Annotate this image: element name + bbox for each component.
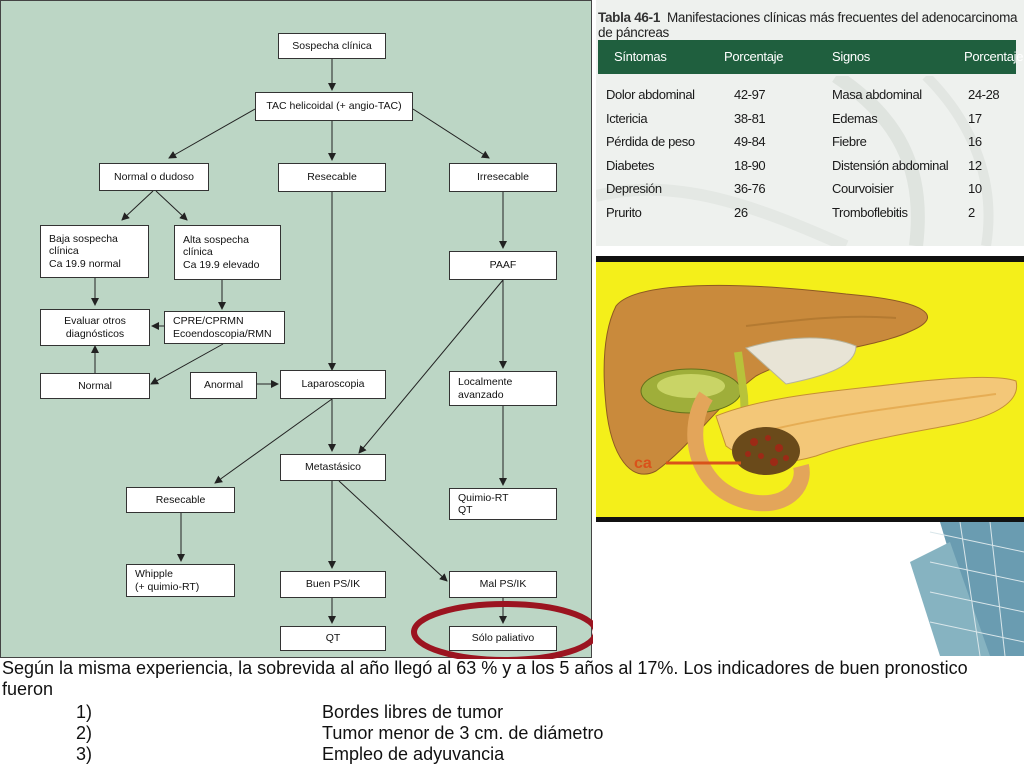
table-cell-porcentaje-signo: 24-28 [968, 87, 1000, 102]
table-cell-sintoma: Dolor abdominal [606, 87, 695, 102]
arrow-normal-baja [121, 190, 154, 221]
table-header-porcentaje-1: Porcentaje [724, 49, 784, 64]
node-cpre: CPRE/CPRMN Ecoendoscopia/RMN [164, 311, 285, 344]
table-cell-porcentaje-sintoma: 49-84 [734, 134, 766, 149]
node-resecable-top: Resecable [278, 163, 386, 192]
table-row: Dolor abdominal 42-97 Masa abdominal 24-28 [598, 84, 1016, 108]
node-normal: Normal [40, 373, 150, 399]
table-row: Pérdida de peso 49-84 Fiebre 16 [598, 131, 1016, 155]
indicator-text: Empleo de adyuvancia [322, 744, 505, 764]
node-sospecha-clinica: Sospecha clínica [278, 33, 386, 59]
node-qt: QT [280, 626, 386, 651]
table-cell-sintoma: Depresión [606, 181, 662, 196]
table-row: Depresión 36-76 Courvoisier 10 [598, 178, 1016, 202]
table-header-sintomas: Síntomas [614, 49, 667, 64]
table-cell-signo: Tromboflebitis [832, 204, 908, 220]
tumor-mass [732, 427, 800, 475]
node-evaluar-otros: Evaluar otros diagnósticos [40, 309, 150, 346]
decorative-corner-graphic [910, 522, 1024, 656]
table-label: Tabla 46-1 [598, 10, 661, 25]
arrow-tac-irresecable [412, 108, 490, 159]
arrow-metastasico-mal [338, 480, 448, 582]
indicator-text: Tumor menor de 3 cm. de diámetro [322, 723, 604, 743]
arrow-paaf-metastasico [358, 279, 504, 454]
indicator-item-3: 3) Empleo de adyuvancia [0, 744, 1000, 765]
table-row: Ictericia 38-81 Edemas 17 [598, 108, 1016, 132]
arrow-cpre-normal [150, 343, 224, 385]
node-localmente-avanzado: Localmente avanzado [449, 371, 557, 406]
table-cell-porcentaje-signo: 12 [968, 157, 982, 173]
notes-section: Según la misma experiencia, la sobrevida… [0, 658, 1024, 768]
table-cell-porcentaje-sintoma: 18-90 [734, 157, 766, 173]
table-title: Manifestaciones clínicas más frecuentes … [598, 10, 1018, 40]
node-buen-ps: Buen PS/IK [280, 571, 386, 598]
node-quimio-rt: Quimio-RT QT [449, 488, 557, 520]
pancreas-illustration: ca [596, 256, 1024, 522]
highlight-ring [411, 601, 593, 659]
table-row: Diabetes 18-90 Distensión abdominal 12 [598, 155, 1016, 179]
ca-label: ca [634, 455, 652, 472]
table-cell-porcentaje-signo: 17 [968, 110, 982, 126]
node-baja-sospecha: Baja sospecha clínica Ca 19.9 normal [40, 225, 149, 278]
table-cell-porcentaje-signo: 10 [968, 181, 982, 196]
table-cell-porcentaje-signo: 16 [968, 134, 982, 149]
table-header-row: Síntomas Porcentaje Signos Porcentaje [598, 40, 1023, 74]
table-cell-porcentaje-sintoma: 26 [734, 204, 748, 220]
indicator-item-1: 1) Bordes libres de tumor [0, 702, 1000, 723]
pancreas-drawing: ca [596, 262, 1024, 517]
table-row: Prurito 26 Tromboflebitis 2 [598, 202, 1016, 226]
arrow-laparoscopia-resecable [214, 398, 333, 484]
flowchart-arrows [91, 59, 593, 659]
node-tac-helicoidal: TAC helicoidal (+ angio-TAC) [255, 92, 413, 121]
table-header-porcentaje-2: Porcentaje [964, 49, 1024, 64]
flowchart-panel: Sospecha clínica TAC helicoidal (+ angio… [0, 0, 593, 659]
notes-paragraph: Según la misma experiencia, la sobrevida… [2, 658, 968, 699]
table-background-texture [596, 76, 994, 246]
indicator-text: Bordes libres de tumor [322, 702, 504, 722]
node-anormal: Anormal [190, 372, 257, 399]
node-metastasico: Metastásico [280, 454, 386, 481]
node-whipple: Whipple (+ quimio-RT) [126, 564, 235, 597]
table-cell-sintoma: Prurito [606, 204, 642, 220]
table-cell-porcentaje-sintoma: 36-76 [734, 181, 766, 196]
indicator-number: 1) [76, 702, 93, 722]
table-cell-signo: Fiebre [832, 134, 867, 149]
table-cell-porcentaje-sintoma: 42-97 [734, 87, 766, 102]
node-laparoscopia: Laparoscopia [280, 370, 386, 399]
table-cell-sintoma: Pérdida de peso [606, 134, 695, 149]
node-irresecable: Irresecable [449, 163, 557, 192]
arrow-tac-normal [168, 108, 256, 159]
table-caption: Tabla 46-1 Manifestaciones clínicas más … [598, 10, 1024, 40]
node-solo-paliativo: Sólo paliativo [449, 626, 557, 651]
table-cell-signo: Courvoisier [832, 181, 894, 196]
symptoms-table: Tabla 46-1 Manifestaciones clínicas más … [596, 0, 1024, 246]
indicator-item-2: 2) Tumor menor de 3 cm. de diámetro [0, 723, 1000, 744]
indicator-number: 3) [76, 744, 93, 764]
node-normal-o-dudoso: Normal o dudoso [99, 163, 209, 191]
table-cell-signo: Edemas [832, 110, 878, 126]
node-paaf: PAAF [449, 251, 557, 280]
indicator-number: 2) [76, 723, 93, 743]
table-cell-signo: Distensión abdominal [832, 157, 949, 173]
node-mal-ps: Mal PS/IK [449, 571, 557, 598]
table-cell-porcentaje-signo: 2 [968, 204, 975, 220]
table-cell-sintoma: Diabetes [606, 157, 655, 173]
table-cell-signo: Masa abdominal [832, 87, 922, 102]
table-header-signos: Signos [832, 49, 870, 64]
table-cell-sintoma: Ictericia [606, 110, 648, 126]
arrow-normal-alta [155, 190, 188, 221]
table-cell-porcentaje-sintoma: 38-81 [734, 110, 766, 126]
node-resecable-bottom: Resecable [126, 487, 235, 513]
node-alta-sospecha: Alta sospecha clínica Ca 19.9 elevado [174, 225, 281, 280]
